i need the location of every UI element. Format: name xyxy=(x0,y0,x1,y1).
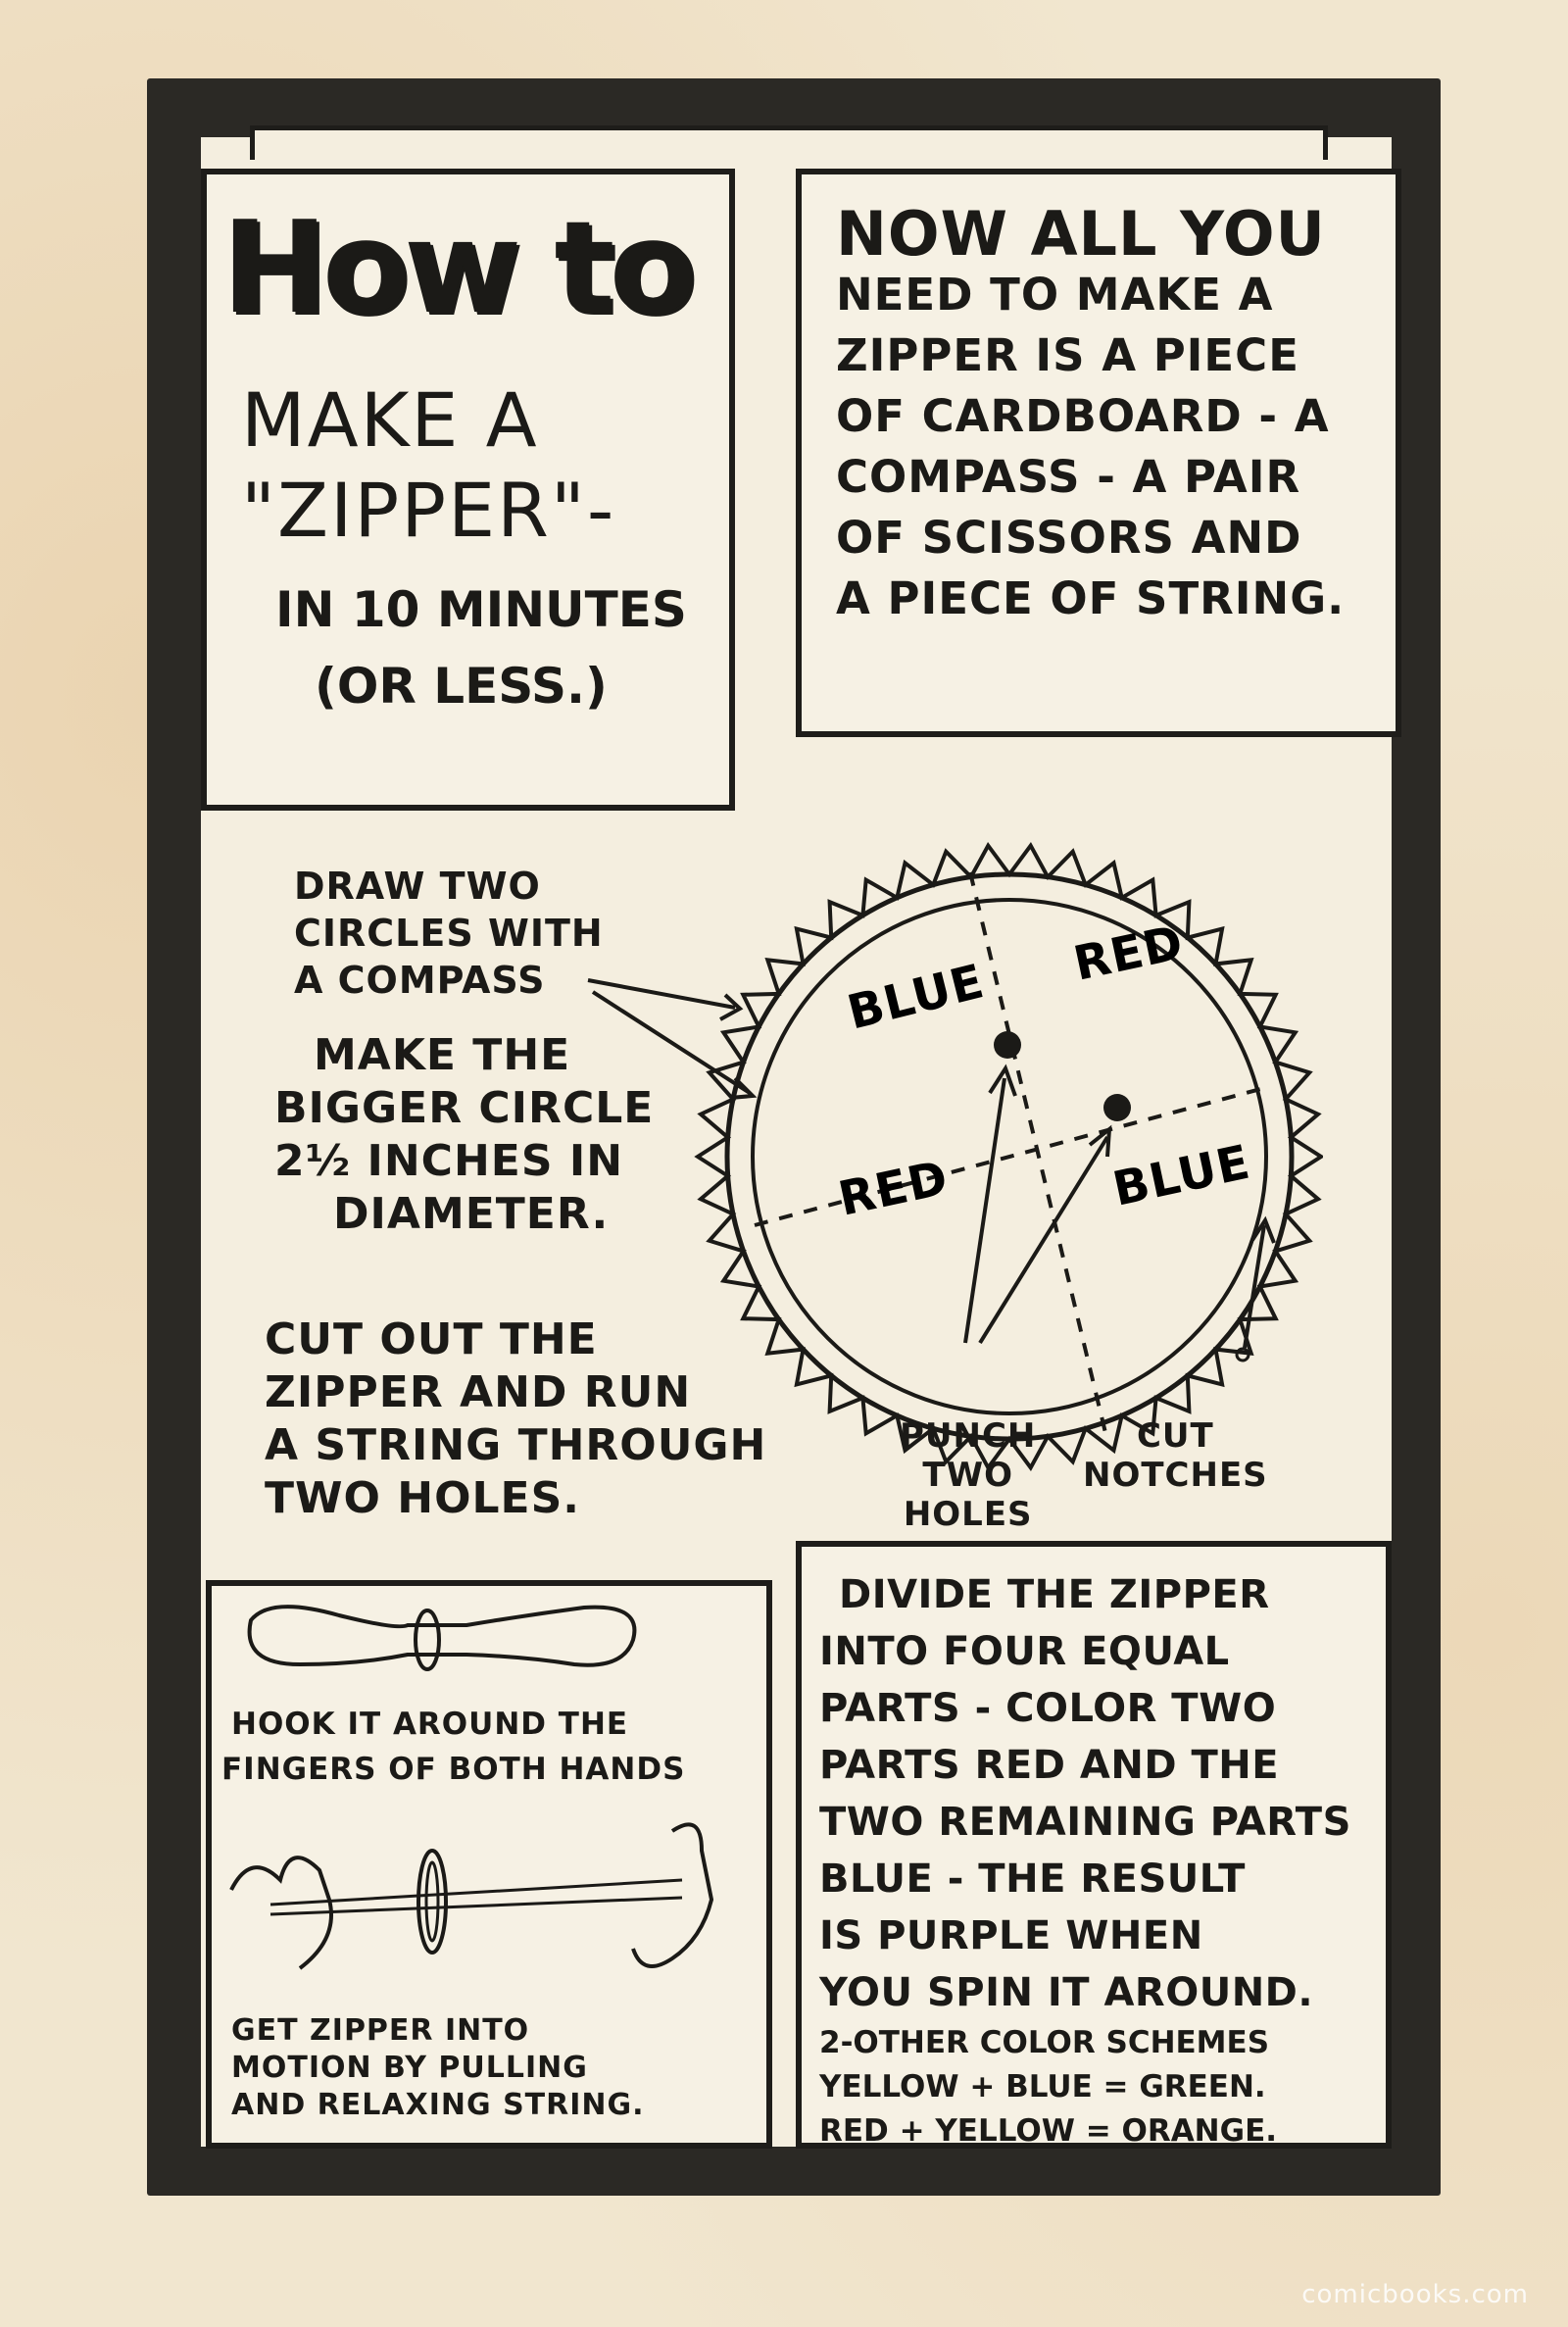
arrow-line xyxy=(978,1135,1109,1345)
quadrant-label-blue: BLUE xyxy=(842,954,990,1041)
materials-line: NOW ALL YOU xyxy=(836,198,1326,270)
motion-line: MOTION BY PULLING xyxy=(231,2051,588,2085)
hook-line: FINGERS OF BOTH HANDS xyxy=(221,1752,686,1787)
time-line: (OR LESS.) xyxy=(315,658,608,715)
label-line: CUT OUT THE xyxy=(265,1314,598,1364)
divide-line: IS PURPLE WHEN xyxy=(819,1913,1203,1958)
label-line: BIGGER CIRCLE xyxy=(274,1083,655,1133)
make-zipper-heading: MAKE A "ZIPPER"- xyxy=(241,375,615,556)
materials-line: COMPASS - A PAIR xyxy=(836,451,1301,503)
label-line: NOTCHES xyxy=(1083,1456,1268,1495)
arrow-line xyxy=(1243,1224,1266,1349)
top-strip xyxy=(250,125,1328,160)
divide-line: INTO FOUR EQUAL xyxy=(819,1629,1230,1674)
label-line: CIRCLES WITH xyxy=(294,912,604,955)
divider-line xyxy=(968,871,1109,1442)
label-line: HOLES xyxy=(903,1495,1033,1534)
spin-motion-icon xyxy=(424,1860,440,1943)
watermark: comicbooks.com xyxy=(1301,2280,1529,2309)
quadrant-label-red: RED xyxy=(834,1151,954,1227)
materials-text: NOW ALL YOU NEED TO MAKE A ZIPPER IS A P… xyxy=(836,204,1345,629)
materials-panel: NOW ALL YOU NEED TO MAKE A ZIPPER IS A P… xyxy=(796,169,1401,737)
motion-line: AND RELAXING STRING. xyxy=(231,2088,645,2122)
hole xyxy=(994,1031,1021,1059)
motion-text: GET ZIPPER INTO MOTION BY PULLING AND RE… xyxy=(231,2012,645,2124)
divide-panel: DIVIDE THE ZIPPER INTO FOUR EQUAL PARTS … xyxy=(796,1541,1392,2149)
label-line: TWO HOLES. xyxy=(265,1473,580,1523)
label-line: PUNCH xyxy=(900,1416,1037,1456)
materials-line: ZIPPER IS A PIECE xyxy=(836,329,1299,381)
divide-line: DIVIDE THE ZIPPER xyxy=(839,1572,1270,1617)
color-scheme-line: RED + YELLOW = ORANGE. xyxy=(819,2113,1278,2149)
arrow-line xyxy=(591,990,752,1095)
inner-circle xyxy=(751,898,1268,1415)
zipper-disc-icon xyxy=(414,1609,441,1671)
hook-panel: HOOK IT AROUND THE FINGERS OF BOTH HANDS… xyxy=(206,1580,772,2149)
color-scheme-line: 2-OTHER COLOR SCHEMES xyxy=(819,2025,1270,2060)
how-to-heading: How to xyxy=(221,193,697,342)
cut-notches-label: CUT NOTCHES xyxy=(1083,1416,1268,1495)
divide-line: PARTS RED AND THE xyxy=(819,1743,1280,1788)
zipper-diagram: BLUE RED RED BLUE xyxy=(587,841,1323,1472)
right-hand xyxy=(631,1822,714,1968)
hands-illustration xyxy=(229,1605,714,1970)
materials-line: A PIECE OF STRING. xyxy=(836,572,1346,624)
label-line: A STRING THROUGH xyxy=(265,1420,767,1470)
hole xyxy=(1103,1094,1131,1121)
bigger-circle-label: MAKE THE BIGGER CIRCLE 2½ INCHES IN DIAM… xyxy=(274,1029,654,1241)
label-line: MAKE THE xyxy=(314,1030,571,1080)
motion-line: GET ZIPPER INTO xyxy=(231,2013,530,2048)
string-line xyxy=(270,1878,683,1906)
string-loop xyxy=(247,1605,637,1667)
divide-text: DIVIDE THE ZIPPER INTO FOUR EQUAL PARTS … xyxy=(819,1566,1351,2154)
spinning-zipper-icon xyxy=(416,1849,448,1955)
materials-line: OF SCISSORS AND xyxy=(836,512,1302,564)
quadrant-label-blue: BLUE xyxy=(1108,1135,1255,1217)
draw-circles-label: DRAW TWO CIRCLES WITH A COMPASS xyxy=(294,863,604,1004)
arrow-line xyxy=(587,978,736,1010)
arrow-head xyxy=(729,1076,758,1100)
color-scheme-line: YELLOW + BLUE = GREEN. xyxy=(819,2069,1266,2104)
outer-circle xyxy=(724,871,1295,1442)
label-line: CUT xyxy=(1136,1416,1214,1456)
label-line: TWO xyxy=(922,1456,1013,1495)
label-line: A COMPASS xyxy=(294,959,546,1002)
time-subheading: IN 10 MINUTES (OR LESS.) xyxy=(275,571,687,724)
label-line: DIAMETER. xyxy=(333,1189,610,1239)
quadrant-label-red: RED xyxy=(1069,916,1189,992)
left-hand xyxy=(229,1856,333,1970)
materials-line: NEED TO MAKE A xyxy=(836,269,1274,321)
arrow-head xyxy=(1088,1124,1112,1158)
arrow-head xyxy=(719,993,744,1021)
label-line: 2½ INCHES IN xyxy=(274,1136,624,1186)
diagram-area: DRAW TWO CIRCLES WITH A COMPASS MAKE THE… xyxy=(245,814,1323,1578)
arrow-head xyxy=(988,1064,1017,1097)
label-line: ZIPPER AND RUN xyxy=(265,1367,692,1417)
hook-line: HOOK IT AROUND THE xyxy=(231,1707,629,1742)
cut-out-label: CUT OUT THE ZIPPER AND RUN A STRING THRO… xyxy=(265,1313,766,1525)
arrow-tail xyxy=(1235,1347,1250,1362)
divide-line: YOU SPIN IT AROUND. xyxy=(819,1970,1314,2015)
materials-line: OF CARDBOARD - A xyxy=(836,390,1330,442)
arrow-head xyxy=(1250,1215,1276,1244)
title-line: MAKE A xyxy=(241,376,539,464)
divider-line xyxy=(754,1086,1265,1227)
title-panel: How to MAKE A "ZIPPER"- IN 10 MINUTES (O… xyxy=(201,169,735,811)
hook-text: HOOK IT AROUND THE FINGERS OF BOTH HANDS xyxy=(221,1702,685,1792)
punch-holes-label: PUNCH TWO HOLES xyxy=(900,1416,1036,1534)
time-line: IN 10 MINUTES xyxy=(275,581,687,638)
divide-line: TWO REMAINING PARTS xyxy=(819,1800,1351,1845)
arrow-line xyxy=(963,1077,1006,1344)
label-line: DRAW TWO xyxy=(294,865,541,908)
divide-line: PARTS - COLOR TWO xyxy=(819,1686,1277,1731)
title-line: "ZIPPER"- xyxy=(241,467,616,554)
string-line xyxy=(270,1896,683,1916)
divide-line: BLUE - THE RESULT xyxy=(819,1857,1246,1902)
